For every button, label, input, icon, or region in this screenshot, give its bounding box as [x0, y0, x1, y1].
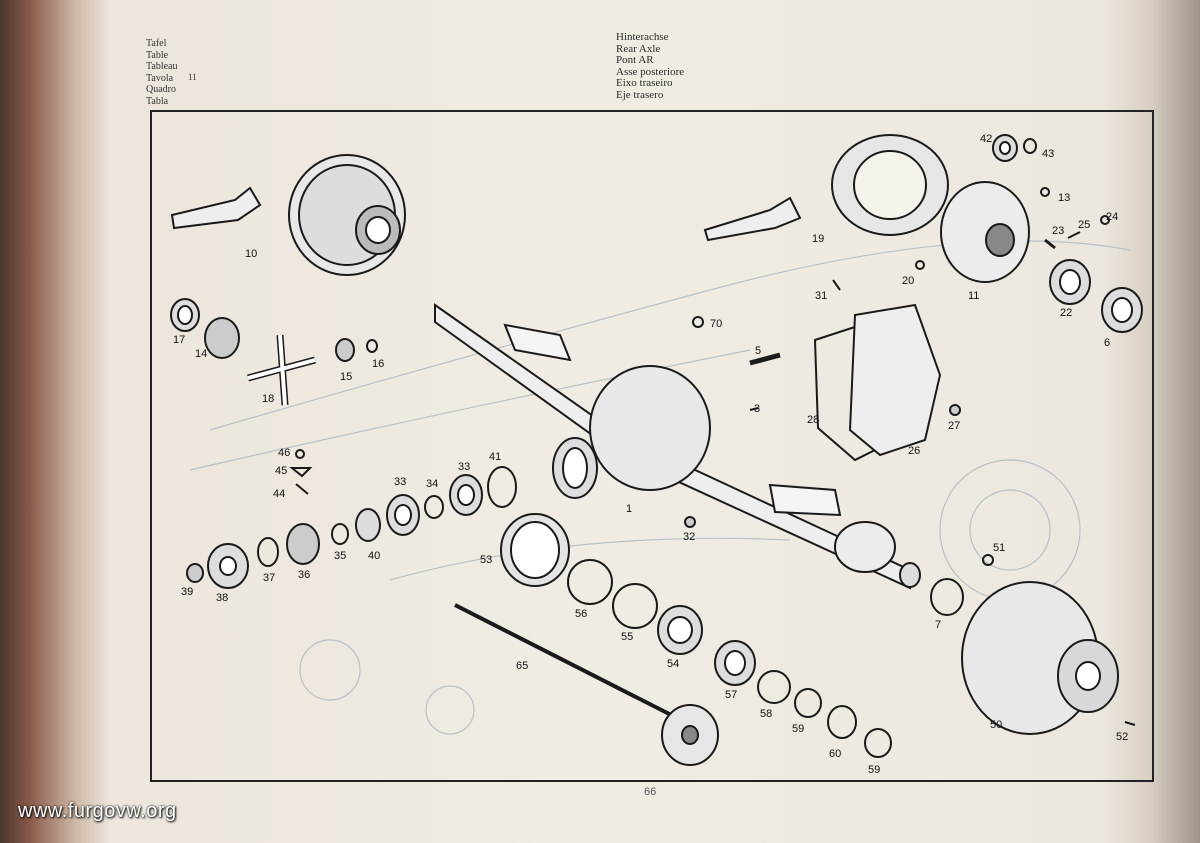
callout-label: 50 [990, 719, 1003, 731]
pinion-and-ring-gear-assembly [170, 154, 406, 276]
callout-label: 23 [1052, 225, 1065, 237]
seal-rings [500, 513, 892, 758]
callout-label: 11 [968, 290, 980, 302]
wheel-bearings-row [386, 466, 517, 536]
diagram-frame [150, 110, 1154, 782]
callout-label: 19 [812, 233, 825, 245]
callout-label: 33 [394, 476, 407, 488]
heading-line: Tableau [146, 61, 178, 72]
callout-label: 51 [993, 542, 1006, 554]
callout-label: 22 [1060, 307, 1073, 319]
callout-label: 43 [1042, 148, 1055, 160]
title-line: Eje trasero [616, 88, 664, 101]
housing-cover [813, 303, 942, 462]
callout-label: 34 [426, 478, 439, 490]
callout-label: 58 [760, 708, 773, 720]
small-hardware [684, 187, 1110, 528]
heading-line: Tafel [146, 38, 167, 49]
callout-label: 24 [1106, 211, 1119, 223]
side-bearings [1049, 259, 1143, 333]
callout-label: 39 [181, 586, 194, 598]
page-number: 66 [644, 786, 657, 798]
callout-label: 10 [245, 248, 258, 260]
callout-label: 38 [216, 592, 229, 604]
table-number: 11 [188, 72, 197, 82]
callout-label: 33 [458, 461, 471, 473]
callout-label: 45 [275, 465, 288, 477]
callout-label: 70 [710, 318, 723, 330]
callout-label: 65 [516, 660, 529, 672]
callout-label: 28 [807, 414, 820, 426]
callout-label: 18 [262, 393, 275, 405]
brake-parts-small [289, 449, 313, 495]
callout-label: 60 [829, 748, 842, 760]
site-watermark: www.furgovw.org [18, 800, 177, 822]
callout-label: 46 [278, 447, 291, 459]
callout-label: 16 [372, 358, 385, 370]
heading-line: Tavola [146, 72, 174, 84]
callout-label: 1 [626, 503, 633, 515]
callout-label: 5 [755, 345, 762, 357]
callout-label: 52 [1116, 731, 1129, 743]
callout-label: 41 [489, 451, 502, 463]
title-line: Rear Axle [616, 42, 661, 55]
callout-label: 42 [980, 133, 993, 145]
table-heading: Tafel Table Tableau Tavola Quadro Tabla … [146, 38, 197, 107]
callout-label: 44 [273, 488, 286, 500]
axle-housing [434, 303, 921, 590]
callout-label: 37 [263, 572, 276, 584]
callout-label: 59 [868, 764, 881, 776]
spacer-7 [930, 554, 994, 616]
callout-label: 27 [948, 420, 961, 432]
callout-label: 57 [725, 689, 738, 701]
callout-label: 55 [621, 631, 634, 643]
title-line: Pont AR [616, 54, 654, 67]
callout-label: 59 [792, 723, 805, 735]
callout-label: 6 [1104, 337, 1111, 349]
differential-housing [940, 181, 1030, 283]
callout-label: 15 [340, 371, 353, 383]
heading-line: Tabla [146, 95, 169, 107]
title-line: Asse posteriore [616, 65, 685, 78]
callout-label: 17 [173, 334, 186, 346]
callout-label: 3 [754, 403, 761, 415]
callout-label: 53 [480, 554, 493, 566]
section-title: Hinterachse Rear Axle Pont AR Asse poste… [616, 31, 685, 102]
brake-drum [961, 581, 1136, 735]
callout-label: 40 [368, 550, 381, 562]
callout-label: 7 [935, 619, 942, 631]
callout-label: 31 [815, 290, 828, 302]
callout-label: 32 [683, 531, 696, 543]
callout-label: 26 [908, 445, 921, 457]
heading-line: Quadro [146, 84, 176, 95]
callout-label: 25 [1078, 219, 1091, 231]
hub-flange-parts [186, 508, 381, 589]
exploded-axle-diagram [170, 134, 1143, 766]
ring-gear [831, 134, 949, 236]
bearing-42 [992, 134, 1037, 162]
title-line: Hinterachse [616, 31, 669, 43]
callout-label: 36 [298, 569, 311, 581]
callout-label: 35 [334, 550, 347, 562]
axle-side-gears [170, 298, 378, 362]
callout-label: 20 [902, 275, 915, 287]
callout-label: 56 [575, 608, 588, 620]
drive-pinion [703, 196, 802, 242]
spider-cross [247, 334, 316, 406]
title-line: Eixo traseiro [616, 77, 673, 90]
callout-label: 54 [667, 658, 680, 670]
callout-label: 14 [195, 348, 208, 360]
heading-line: Table [146, 49, 169, 61]
callout-label: 13 [1058, 192, 1071, 204]
axle-shaft [454, 603, 719, 766]
